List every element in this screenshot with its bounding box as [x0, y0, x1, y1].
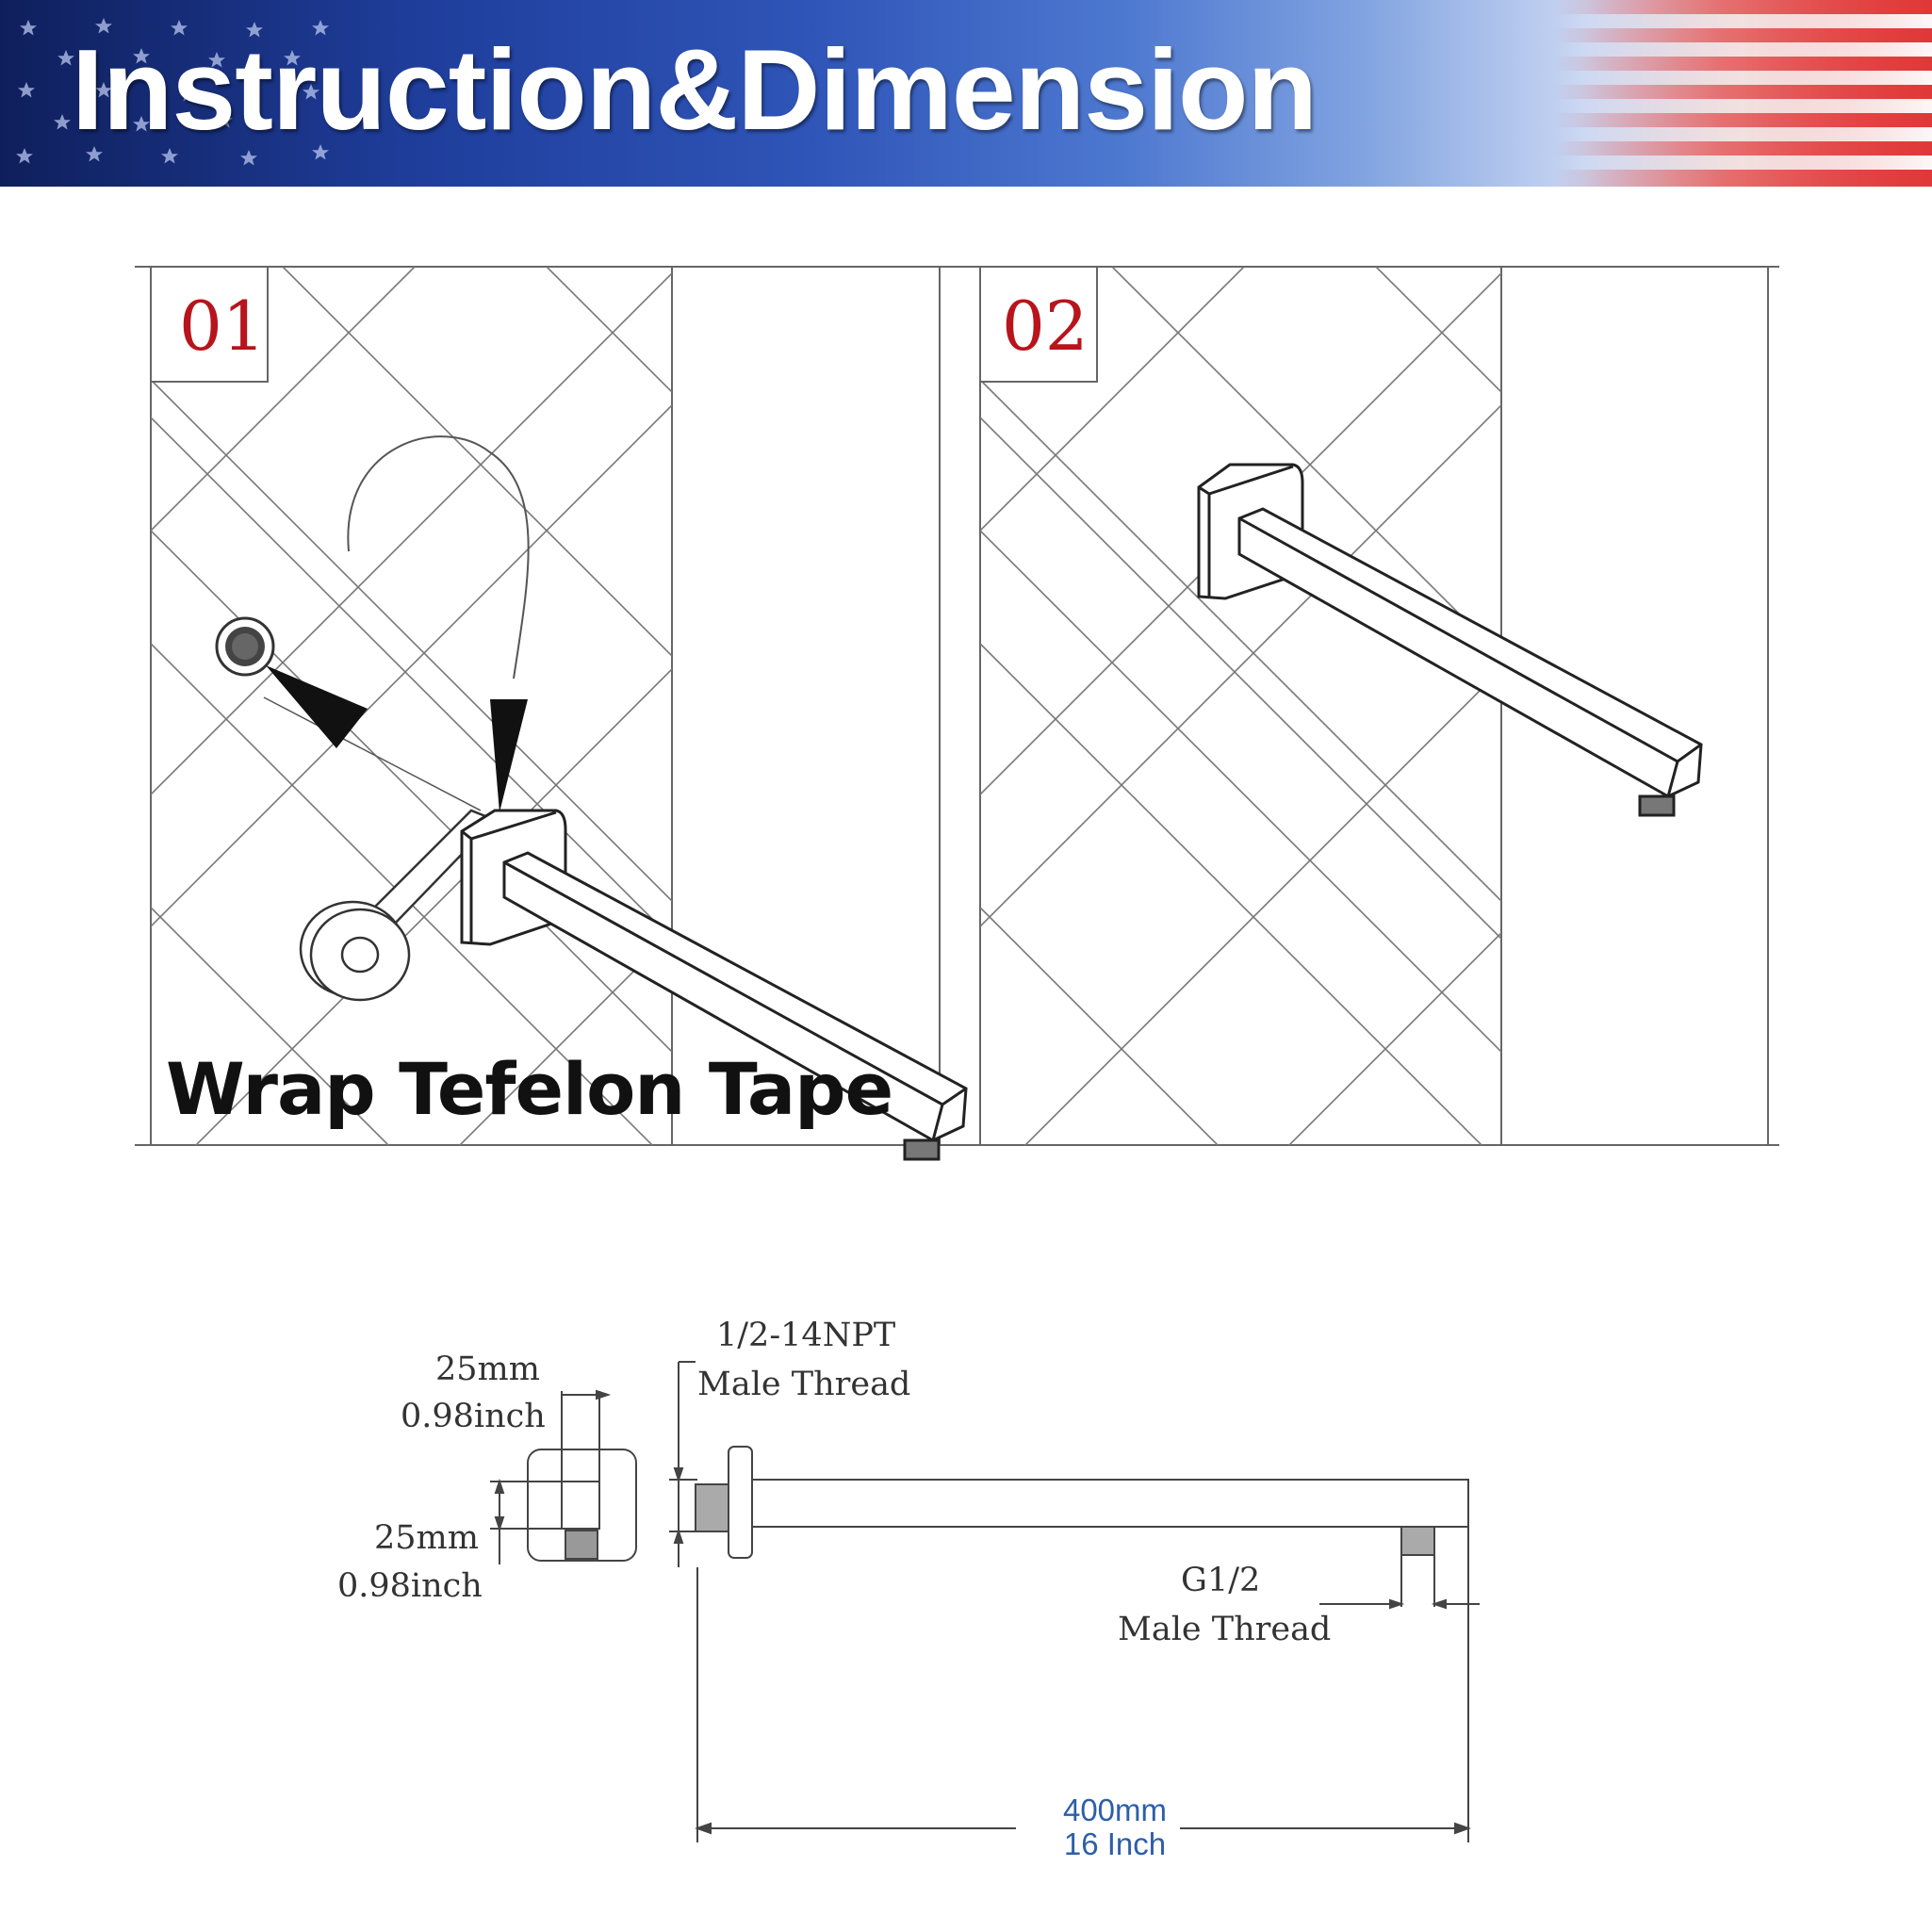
page-title: Instruction&Dimension	[72, 25, 1318, 154]
shower-arm-step1	[460, 809, 968, 1161]
step-02-number: 02	[1002, 287, 1089, 366]
arrow-down-icon	[490, 699, 528, 812]
wall-thread-spec: 1/2-14NPT	[716, 1317, 896, 1354]
step-02-box	[979, 266, 1098, 383]
face-width-mm: 25mm	[435, 1351, 540, 1388]
outlet-thread-type: Male Thread	[1118, 1611, 1332, 1648]
wall-pipe-opening	[215, 616, 275, 677]
outlet-thread-spec: G1/2	[1181, 1562, 1261, 1599]
wall-thread	[695, 1483, 729, 1532]
side-view-arm	[751, 1479, 1469, 1528]
outlet-thread	[1400, 1526, 1435, 1556]
flag-stripes	[1555, 0, 1932, 187]
header-banner: Instruction&Dimension	[0, 0, 1932, 187]
length-mm: 400mm	[1062, 1793, 1168, 1827]
face-width-inch: 0.98inch	[401, 1398, 546, 1435]
wall-thread-type: Male Thread	[697, 1366, 911, 1403]
arrow-icons	[266, 665, 528, 812]
frame-lines	[135, 266, 1779, 1146]
tape-caption: Wrap Tefelon Tape	[166, 1047, 893, 1131]
length-inch: 16 Inch	[1063, 1826, 1167, 1861]
tile-pattern-2	[980, 267, 1501, 1145]
front-view-thread	[565, 1530, 598, 1560]
step-01-number: 01	[179, 287, 266, 366]
shower-arm-step2	[1197, 463, 1703, 817]
side-view-flange	[728, 1446, 753, 1559]
step-01-box	[150, 266, 269, 383]
face-height-inch: 0.98inch	[337, 1567, 483, 1605]
dimension-drawing: 25mm 0.98inch 25mm 0.98inch 1/2-14NPT Ma…	[0, 1253, 1932, 1932]
face-height-mm: 25mm	[374, 1519, 479, 1557]
teflon-tape-roll	[299, 809, 498, 1002]
tape-wrap-arc	[263, 435, 530, 811]
front-view-arm	[561, 1481, 600, 1530]
installation-steps: 01 02 Wrap Tefelon Tape	[135, 266, 1779, 1161]
front-view-flange	[527, 1449, 637, 1562]
arrow-to-pipe-icon	[266, 665, 368, 748]
